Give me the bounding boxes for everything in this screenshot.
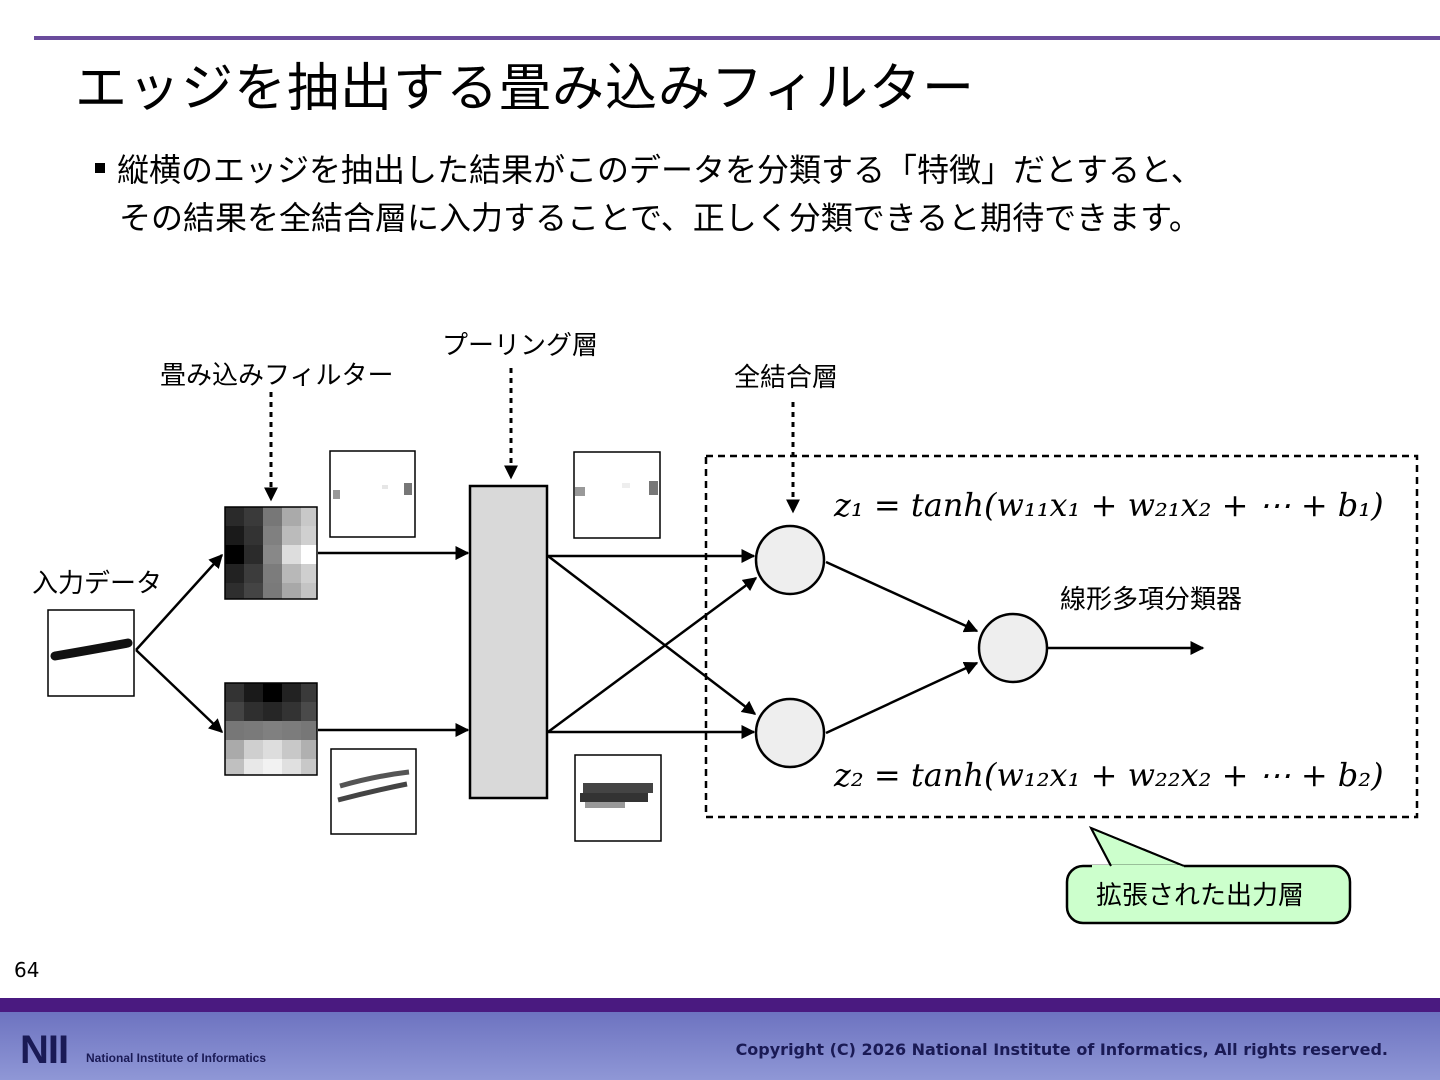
cnn-diagram: 入力データ 畳み込みフィルター プーリング層 全結合層 線形多項分類器 bbox=[32, 331, 1419, 925]
pooled-horizontal-map bbox=[574, 754, 662, 842]
horizontal-feature-map bbox=[330, 748, 417, 835]
horizontal-edge-filter bbox=[224, 682, 318, 776]
fc-node-z2 bbox=[754, 697, 826, 769]
fully-connected-label: 全結合層 bbox=[734, 363, 838, 393]
classifier-node bbox=[977, 612, 1049, 684]
copyright-notice: Copyright (C) 2026 National Institute of… bbox=[735, 1040, 1388, 1059]
bullet-item: 縦横のエッジを抽出した結果がこのデータを分類する「特徴」だとすると、 bbox=[95, 146, 1203, 194]
logo-mark: NII bbox=[20, 1028, 69, 1072]
page-number: 64 bbox=[14, 958, 40, 982]
footer-band bbox=[0, 998, 1440, 1080]
equation-z2: z₂ = tanh(w₁₂x₁ + w₂₂x₂ + ⋯ + b₂) bbox=[833, 756, 1384, 794]
square-bullet-icon bbox=[95, 163, 105, 173]
bullet-block: 縦横のエッジを抽出した結果がこのデータを分類する「特徴」だとすると、 その結果を… bbox=[95, 146, 1203, 242]
logo-text: National Institute of Informatics bbox=[86, 1051, 267, 1065]
z1-to-classifier-arrow bbox=[825, 560, 979, 633]
bullet-continuation: その結果を全結合層に入力することで、正しく分類できると期待できます。 bbox=[119, 199, 1201, 237]
fully-connected-region bbox=[704, 454, 1419, 819]
title-rule bbox=[34, 36, 1440, 40]
pooling-layer-block bbox=[468, 484, 549, 800]
callout-pointer-outline bbox=[1090, 827, 1185, 867]
callout-box bbox=[1065, 864, 1352, 925]
conv-filter-label: 畳み込みフィルター bbox=[160, 361, 393, 391]
pool-to-node1-arrow-cross bbox=[547, 576, 758, 734]
input-data-label: 入力データ bbox=[32, 569, 162, 599]
linear-classifier-label: 線形多項分類器 bbox=[1060, 585, 1242, 615]
vertical-edge-filter bbox=[224, 506, 318, 600]
pooled-vertical-map bbox=[573, 451, 661, 539]
branch-arrow-top bbox=[135, 553, 223, 651]
pool-to-node2-arrow-cross bbox=[547, 555, 757, 715]
callout-text: 拡張された出力層 bbox=[1096, 881, 1304, 911]
vertical-feature-map bbox=[329, 450, 416, 538]
equation-z1: z₁ = tanh(w₁₁x₁ + w₂₁x₂ + ⋯ + b₁) bbox=[833, 486, 1384, 524]
input-stroke bbox=[50, 638, 133, 661]
bullet-text-line-1: 縦横のエッジを抽出した結果がこのデータを分類する「特徴」だとすると、 bbox=[117, 151, 1203, 189]
pooling-layer-label: プーリング層 bbox=[442, 331, 598, 361]
slide-title: エッジを抽出する畳み込みフィルター bbox=[75, 59, 975, 119]
z2-to-classifier-arrow bbox=[825, 661, 979, 735]
branch-arrow-bottom bbox=[135, 649, 224, 733]
fc-node-z1 bbox=[754, 524, 826, 596]
